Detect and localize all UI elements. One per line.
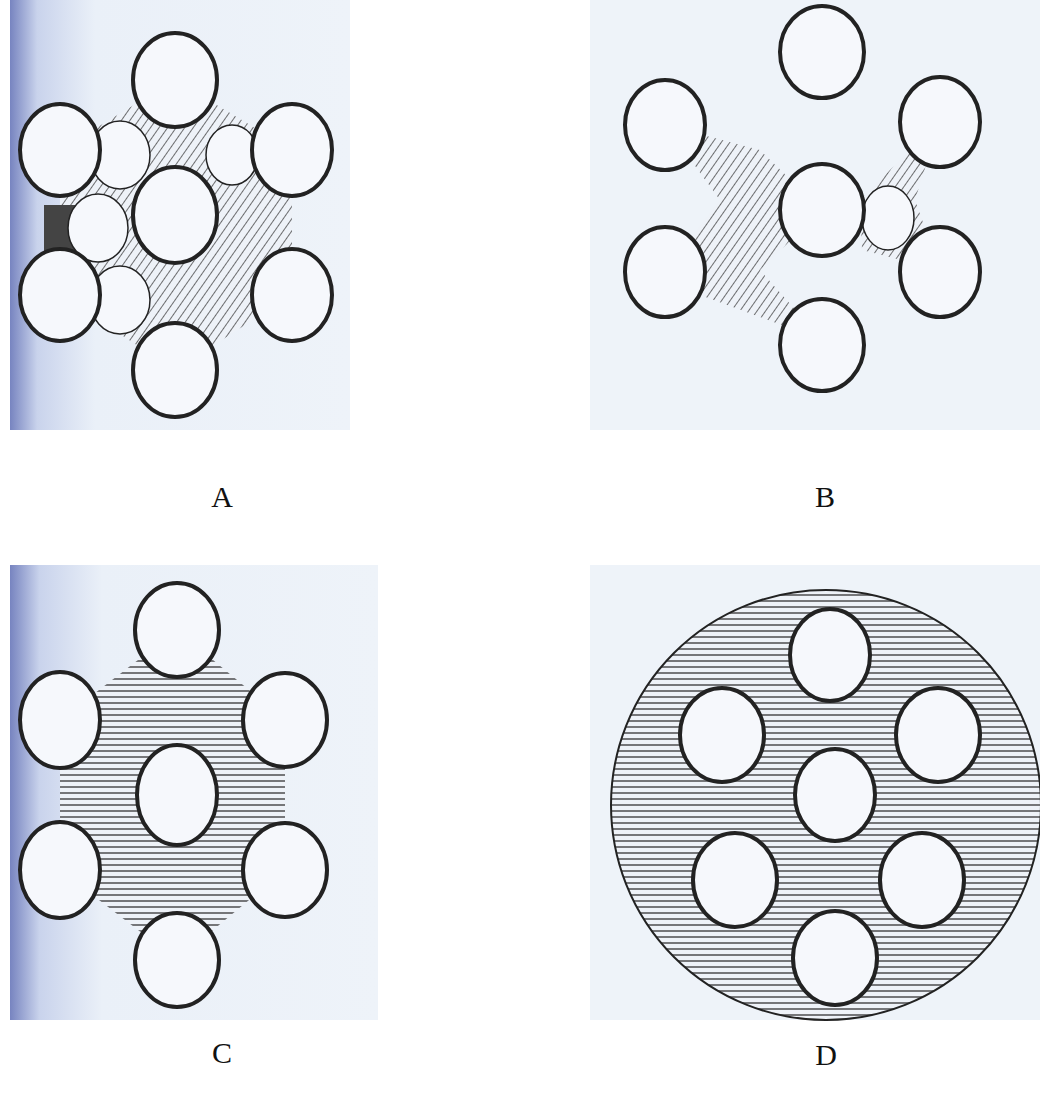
panel-a [20, 33, 332, 417]
panel-ground [10, 0, 350, 430]
panel-letter: C [212, 1038, 232, 1068]
panel-d [611, 590, 1040, 1020]
panel-letter: A [211, 482, 233, 512]
panel-c [20, 583, 327, 1007]
panel-b [625, 6, 980, 391]
panel-ground [590, 0, 1040, 430]
panel-letter: B [815, 482, 835, 512]
panel-ground [10, 565, 378, 1020]
panel-letter: D [815, 1040, 837, 1070]
panel-ground [590, 565, 1040, 1020]
